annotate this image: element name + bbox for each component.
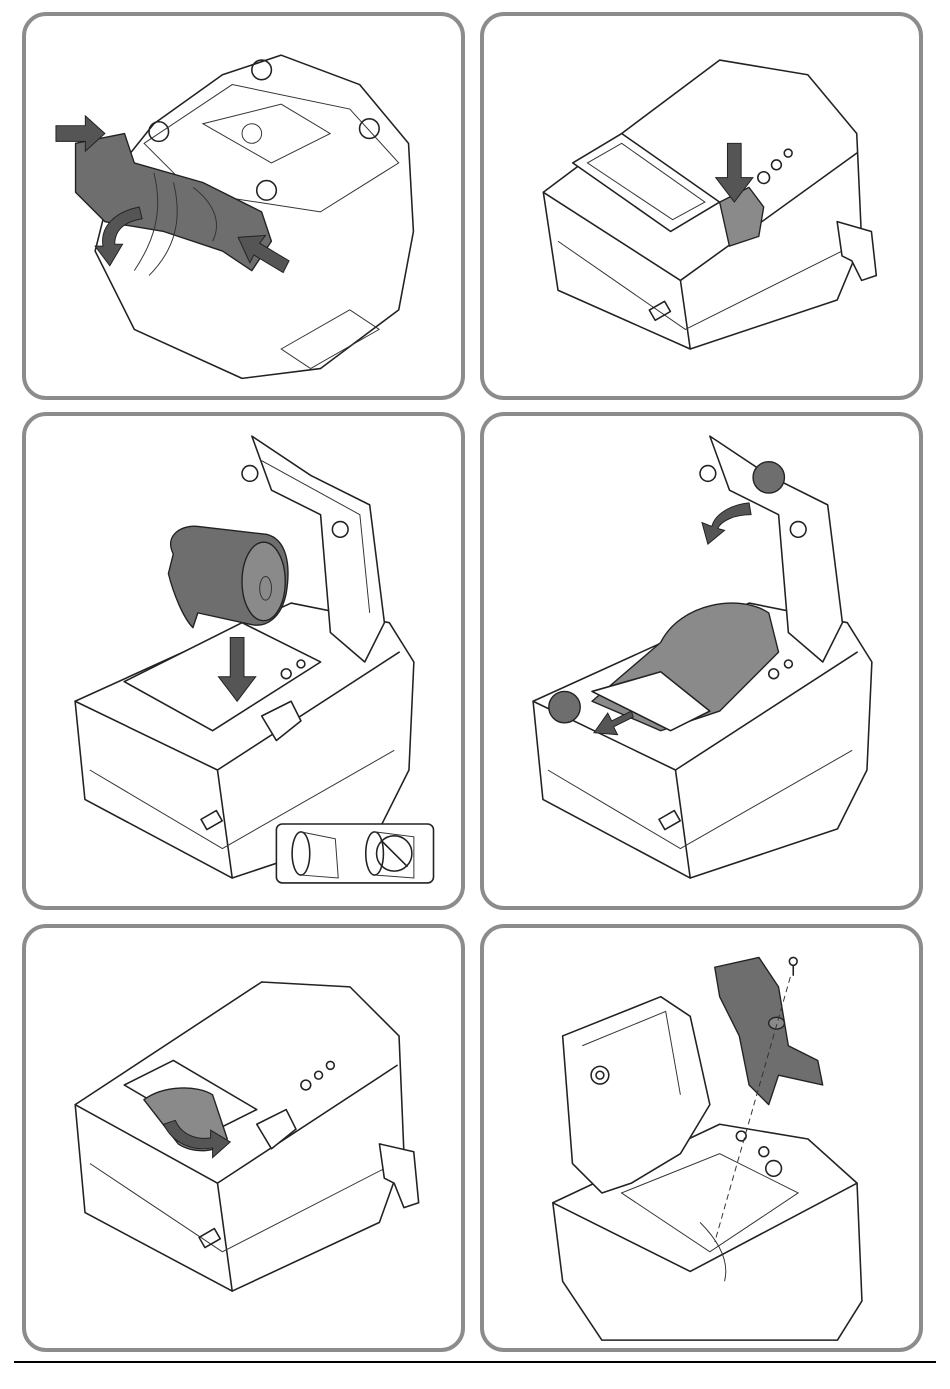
screw-icon <box>789 957 797 965</box>
printer-paper-loaded-illustration <box>484 416 919 906</box>
page-rule <box>14 1361 936 1363</box>
paper-orientation-icon <box>276 824 433 883</box>
panel-press-cover-open-button <box>480 12 923 400</box>
printer-tear-paper-illustration <box>26 928 461 1348</box>
printer-guide-attach-illustration <box>484 928 919 1348</box>
printer-underside-illustration <box>26 16 461 396</box>
curved-arrow-icon <box>702 503 751 544</box>
printer-open-paper-roll-illustration <box>26 416 461 906</box>
panel-tear-off-paper <box>22 924 465 1352</box>
panel-pull-paper-close-cover <box>480 412 923 910</box>
step-dot-icon <box>549 691 580 722</box>
printer-closed-illustration <box>484 16 919 396</box>
roll-paper-guide <box>715 957 823 1104</box>
panel-insert-paper-roll <box>22 412 465 910</box>
step-dot-icon <box>753 462 784 493</box>
panel-remove-connector-cover <box>22 12 465 400</box>
panel-attach-roll-paper-guide <box>480 924 923 1352</box>
